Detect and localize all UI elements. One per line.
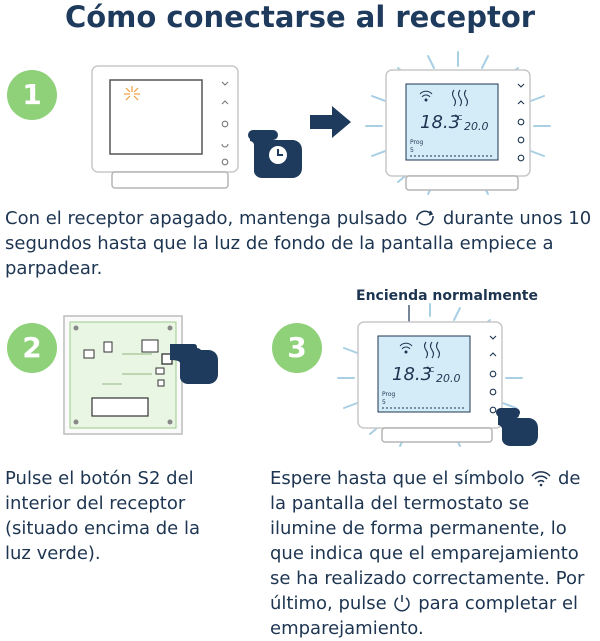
step-3-text-before: Espere hasta que el símbolo (270, 468, 525, 489)
wifi-icon (399, 342, 413, 354)
wifi-icon (531, 471, 551, 487)
arrow-right-icon (310, 106, 351, 138)
blink-icon (124, 86, 140, 101)
page-title: Cómo conectarse al receptor (64, 0, 536, 34)
cycle-icon (416, 210, 434, 226)
svg-text:°C: °C (454, 114, 463, 122)
step-1-badge: 1 (7, 70, 57, 120)
step-3-text-middle: de la pantalla del termostato se ilumine… (270, 468, 585, 614)
svg-text:5: 5 (410, 147, 414, 154)
svg-text:°C: °C (426, 366, 435, 374)
receiver-board (63, 315, 218, 435)
step-2-text: Pulse el botón S2 del interior del recep… (5, 468, 200, 564)
thermostat-off (91, 65, 239, 189)
svg-text:5: 5 (382, 399, 386, 406)
step-1-text-after: durante unos 10 segundos hasta que la lu… (5, 208, 592, 279)
step-3-label: Encienda normalmente (356, 288, 538, 304)
step-1-text-before: Con el receptor apagado, mantenga pulsad… (5, 208, 408, 229)
step-3-text: Espere hasta que el símbolo de la pantal… (270, 466, 598, 641)
power-icon (394, 595, 411, 612)
svg-text:20.0: 20.0 (464, 120, 489, 133)
hand-icon (498, 412, 538, 446)
step-1-text: Con el receptor apagado, mantenga pulsad… (5, 206, 595, 281)
svg-text:18.3: 18.3 (420, 112, 460, 133)
wifi-icon (419, 90, 433, 102)
svg-text:Prog: Prog (410, 139, 424, 146)
svg-text:Prog: Prog (382, 391, 396, 398)
svg-text:18.3: 18.3 (392, 364, 432, 385)
hand-icon (248, 130, 302, 178)
step-2-badge: 2 (7, 323, 57, 373)
step-3-badge: 3 (272, 323, 322, 373)
thermostat-blinking: 18.3 °C 20.0 Prog 5 (365, 51, 551, 195)
thermostat-paired: 18.3 °C 20.0 Prog 5 (337, 303, 538, 447)
svg-text:20.0: 20.0 (436, 372, 461, 385)
